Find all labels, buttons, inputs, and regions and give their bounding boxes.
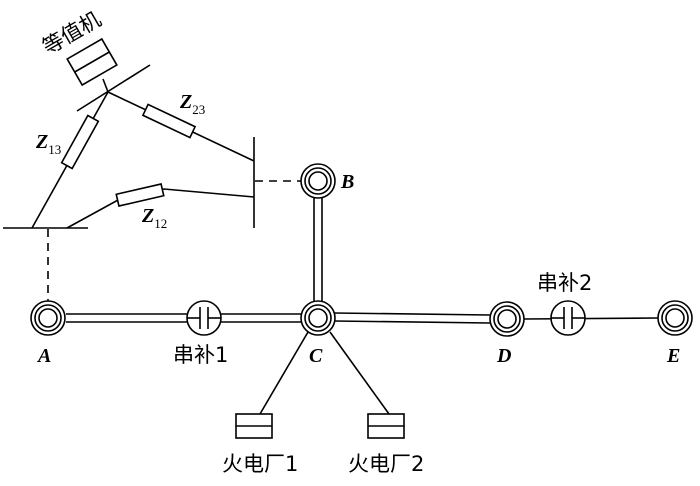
series-compensator-1 [186, 300, 222, 336]
machine-stub [102, 78, 109, 93]
node-D-label: D [496, 345, 511, 367]
node-E [657, 300, 693, 336]
z23-label: Z23 [179, 91, 205, 117]
z12-impedance [115, 183, 165, 207]
double-line-C-D [333, 312, 491, 324]
double-line-A-C [66, 313, 302, 323]
node-C-label: C [309, 345, 323, 367]
single-line-D-E [523, 317, 659, 320]
double-line-B-C [313, 198, 323, 302]
z13-impedance [60, 114, 100, 170]
z12-label: Z12 [141, 205, 167, 231]
series-compensator-2 [550, 300, 586, 336]
thermal-plant-1-label: 火电厂1 [222, 452, 298, 476]
node-B [300, 163, 336, 199]
node-C [300, 300, 336, 336]
line-C-plant2 [329, 331, 390, 415]
node-A-label: A [36, 345, 51, 367]
z23-impedance [141, 103, 197, 139]
thermal-plant-1 [235, 413, 273, 439]
z13-label: Z13 [35, 131, 61, 157]
node-A [30, 300, 66, 336]
line-C-plant1 [259, 331, 309, 415]
node-D [489, 301, 525, 337]
thermal-plant-2-label: 火电厂2 [348, 452, 424, 476]
node-E-label: E [666, 345, 680, 367]
series-compensator-2-label: 串补2 [537, 271, 592, 295]
series-compensator-1-label: 串补1 [173, 343, 228, 367]
node-B-label: B [340, 171, 354, 193]
bus-3 [76, 64, 151, 112]
equivalent-machine [66, 37, 118, 87]
thermal-plant-2 [367, 413, 405, 439]
